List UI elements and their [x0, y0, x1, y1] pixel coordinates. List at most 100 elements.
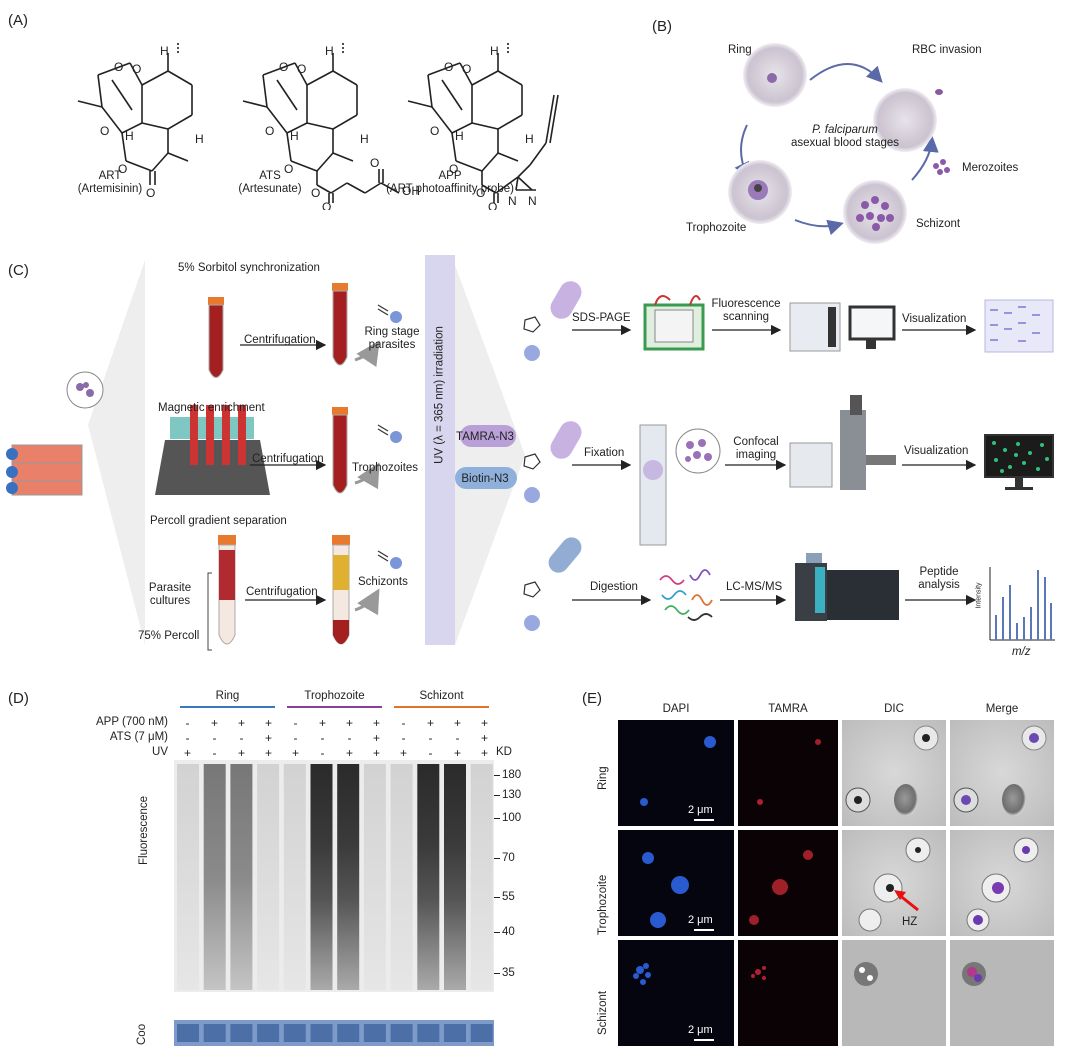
panel-label-c: (C) — [8, 262, 29, 279]
fluorescence-scanning-label: Fluorescence scanning — [711, 298, 781, 323]
panel-label-e: (E) — [582, 690, 602, 707]
coomassie-lane — [390, 1024, 413, 1042]
gel-lane — [310, 764, 333, 990]
condition-cell: - — [428, 746, 433, 760]
condition-cell: + — [372, 716, 380, 730]
condition-cell: + — [453, 716, 461, 730]
compound-name: (Artemisinin) — [77, 183, 143, 195]
svg-text:H: H — [490, 44, 499, 58]
magnetic-rack — [155, 405, 270, 495]
condition-cell: + — [372, 746, 380, 760]
cycle-center-label: P. falciparum asexual blood stages — [775, 124, 915, 150]
condition-cell: + — [345, 746, 353, 760]
stage-rbc-label: RBC invasion — [912, 44, 982, 56]
svg-text:O: O — [311, 186, 320, 200]
coomassie-lane — [283, 1024, 306, 1042]
stage-merozoites-label: Merozoites — [962, 162, 1019, 174]
coomassie-label: Coo — [136, 1023, 148, 1045]
svg-text:O: O — [476, 186, 485, 200]
fluorescence-gel — [174, 760, 494, 1046]
condition-cell: + — [480, 746, 488, 760]
coomassie-lane — [337, 1024, 360, 1042]
condition-cell: + — [480, 716, 488, 730]
coomassie-strip — [174, 1020, 494, 1046]
stage-ring-label: Ring — [728, 44, 752, 56]
condition-cell: + — [426, 716, 434, 730]
tamra-protein — [550, 281, 582, 319]
centrifugation-label-1: Centrifugation — [244, 334, 316, 346]
biotin-protein — [548, 537, 582, 573]
gel-lane — [363, 764, 386, 990]
svg-text:O: O — [146, 186, 155, 200]
compound-art: ART (Artemisinin) — [60, 170, 160, 196]
svg-text:O: O — [322, 200, 331, 210]
svg-text:H: H — [195, 132, 204, 146]
scale-bar-trophozoite: 2 μm — [688, 914, 713, 926]
condition-cell: + — [372, 731, 380, 745]
col-dic: DIC — [884, 703, 904, 715]
compound-app: APP (ART photoaffinity probe) — [365, 170, 535, 196]
sds-page-label: SDS-PAGE — [572, 312, 631, 324]
tamra-label: TAMRA-N3 — [456, 431, 514, 443]
intensity-label: Intensity — [975, 582, 983, 609]
sds-page-apparatus — [643, 295, 705, 351]
tamra-protein-2 — [550, 421, 582, 459]
magnetic-label: Magnetic enrichment — [158, 402, 265, 414]
group-ring-bar — [180, 706, 275, 708]
group-trophozoite: Trophozoite — [304, 690, 365, 702]
art-structure — [77, 41, 193, 185]
condition-cell: - — [320, 731, 325, 745]
svg-text:H: H — [455, 129, 464, 143]
condition-cell: - — [401, 716, 406, 730]
svg-text:H: H — [290, 129, 299, 143]
compound-name: (Artesunate) — [238, 183, 302, 195]
tube-ring — [332, 283, 348, 366]
svg-text:H: H — [360, 132, 369, 146]
scale-bar-schizont: 2 μm — [688, 1024, 713, 1036]
condition-cell: - — [212, 746, 217, 760]
condition-row-app: -+++-+++-+++ — [174, 716, 498, 730]
condition-cell: + — [291, 746, 299, 760]
compound-abbr: APP — [438, 170, 462, 182]
row-label-app: APP (700 nM) — [95, 716, 168, 728]
species-name: P. falciparum — [812, 124, 878, 136]
svg-text:O: O — [279, 60, 288, 74]
svg-text:H: H — [325, 44, 334, 58]
coomassie-lane — [230, 1024, 253, 1042]
condition-row-uv: +-+++-+++-++ — [174, 746, 498, 760]
condition-grid: -+++-+++-+++ ---+---+---+ +-+++-+++-++ — [174, 716, 498, 762]
rbc-cell — [873, 88, 937, 152]
tamra-badge — [460, 425, 516, 447]
condition-cell: - — [320, 746, 325, 760]
condition-cell: - — [455, 731, 460, 745]
svg-text:H: H — [125, 129, 134, 143]
svg-text:O: O — [370, 156, 379, 170]
group-schizont: Schizont — [419, 690, 464, 702]
confocal-microscope — [789, 395, 896, 490]
condition-cell: + — [264, 746, 272, 760]
svg-text:O: O — [462, 62, 471, 76]
ats-structure — [242, 41, 400, 203]
svg-text:O: O — [430, 124, 439, 138]
coomassie-lane — [203, 1024, 226, 1042]
svg-text:O: O — [488, 200, 497, 210]
svg-text:O: O — [132, 62, 141, 76]
svg-text:N: N — [528, 194, 537, 208]
compound-ats: ATS (Artesunate) — [220, 170, 320, 196]
condition-cell: + — [210, 716, 218, 730]
visualization-label-1: Visualization — [902, 313, 967, 325]
condition-cell: - — [293, 716, 298, 730]
app-structure — [407, 41, 559, 203]
svg-text:O: O — [297, 62, 306, 76]
stage-description: asexual blood stages — [790, 137, 900, 149]
gel-lane — [177, 764, 199, 990]
marker-130: 130 — [502, 789, 522, 801]
coomassie-lane — [363, 1024, 386, 1042]
confocal-imaging-label: Confocal imaging — [733, 436, 779, 461]
marker-55: 55 — [502, 891, 515, 903]
tube-trophozoite — [332, 407, 348, 494]
fixation-label: Fixation — [584, 447, 625, 459]
peptide-fragments — [659, 569, 713, 621]
microscopy-grid — [618, 720, 1054, 1046]
